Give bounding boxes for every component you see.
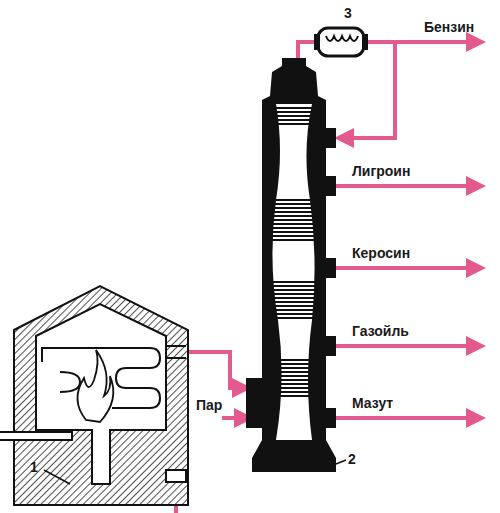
column-tray (266, 363, 322, 365)
leader-line (44, 470, 70, 484)
steam-inlet (222, 416, 250, 420)
distillation-column (246, 58, 336, 472)
product-lines (176, 42, 482, 513)
column-tray (266, 367, 322, 369)
column-tray (266, 199, 322, 201)
column-tray (266, 115, 322, 117)
column-tray (266, 301, 322, 303)
column-tray (266, 383, 322, 385)
column-tray (266, 359, 322, 361)
column-tray (266, 281, 322, 283)
gasoil-outlet (334, 344, 482, 348)
product-label: Керосин (352, 246, 410, 261)
feed-to-column (186, 352, 248, 388)
column-tray (266, 297, 322, 299)
kerosene-outlet (334, 266, 482, 270)
column-tray (266, 227, 322, 229)
tube-furnace (0, 286, 188, 505)
column-tray (266, 379, 322, 381)
column-tray (266, 387, 322, 389)
callout-number: 3 (344, 6, 352, 21)
column-tray (266, 231, 322, 233)
column-tray (266, 203, 322, 205)
condenser (314, 28, 368, 56)
column-tray (266, 111, 322, 113)
callout-number: 2 (348, 452, 356, 467)
column-tray (266, 375, 322, 377)
column-tray (266, 317, 322, 319)
column-tray (266, 219, 322, 221)
column-tray (266, 119, 322, 121)
product-label: Газойль (352, 324, 409, 339)
column-tray (266, 239, 322, 241)
column-tray (266, 305, 322, 307)
column-tray (266, 289, 322, 291)
product-label: Мазут (352, 396, 393, 411)
column-tray (266, 215, 322, 217)
product-label: Бензин (424, 20, 474, 35)
column-tray (266, 235, 322, 237)
column-tray (266, 309, 322, 311)
column-tray (266, 293, 322, 295)
product-label: Лигроин (352, 164, 410, 179)
column-tray (266, 391, 322, 393)
column-tray (266, 395, 322, 397)
fuel-oil-outlet (334, 416, 482, 420)
column-tray (266, 371, 322, 373)
column-tray (266, 313, 322, 315)
column-tray (266, 123, 322, 125)
ligroin-outlet (334, 184, 482, 188)
callout-number: 1 (30, 460, 38, 475)
petrol-outlet (364, 40, 482, 44)
column-tray (266, 211, 322, 213)
column-tray (266, 285, 322, 287)
column-tray (266, 107, 322, 109)
leader-line (336, 460, 346, 464)
column-tray (266, 207, 322, 209)
input-label: Пар (196, 398, 222, 413)
column-tray (266, 223, 322, 225)
